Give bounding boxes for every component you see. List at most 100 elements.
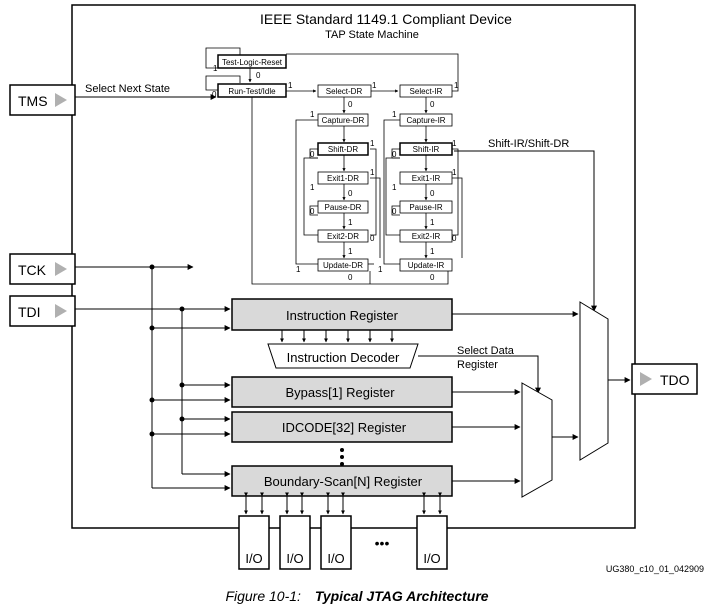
svg-text:Boundary-Scan[N] Register: Boundary-Scan[N] Register <box>264 474 423 489</box>
svg-text:1: 1 <box>296 265 301 274</box>
svg-text:0: 0 <box>348 273 353 282</box>
wire-junctions <box>149 264 185 437</box>
boundary-scan-register: Boundary-Scan[N] Register <box>231 465 453 497</box>
svg-text:0: 0 <box>430 100 435 109</box>
state-select-ir <box>399 84 453 98</box>
svg-text:1: 1 <box>310 110 315 119</box>
pin-tms: TMS <box>9 84 76 116</box>
io-cell <box>238 515 270 570</box>
tap-states: Test-Logic-Reset Run-Test/Idle Select-DR… <box>217 54 453 272</box>
state-pause-ir <box>399 200 453 214</box>
state-run-test-idle <box>217 83 287 98</box>
svg-text:1: 1 <box>452 139 457 148</box>
state-update-dr <box>317 258 369 272</box>
svg-text:1: 1 <box>310 183 315 192</box>
register-output-wires <box>418 150 631 484</box>
instruction-register: Instruction Register <box>231 298 453 331</box>
svg-text:Exit1-DR: Exit1-DR <box>327 174 359 183</box>
svg-text:Exit2-IR: Exit2-IR <box>412 232 441 241</box>
io-cell <box>279 515 311 570</box>
io-cell <box>416 515 448 570</box>
svg-text:Shift-DR: Shift-DR <box>328 145 358 154</box>
state-test-logic-reset <box>217 54 287 69</box>
svg-text:1: 1 <box>348 247 353 256</box>
figure-number: Figure 10-1: <box>225 588 301 604</box>
document-id: UG380_c10_01_042909 <box>605 564 704 574</box>
svg-text:0: 0 <box>348 189 353 198</box>
figure-caption: Figure 10-1: Typical JTAG Architecture <box>0 588 714 604</box>
svg-text:1: 1 <box>378 265 383 274</box>
state-shift-ir <box>399 142 453 156</box>
io-cell <box>320 515 352 570</box>
tap-state-machine <box>205 47 463 285</box>
svg-text:0: 0 <box>310 207 315 216</box>
svg-text:Bypass[1] Register: Bypass[1] Register <box>285 385 395 400</box>
data-register-mux <box>521 382 553 498</box>
svg-text:Capture-IR: Capture-IR <box>406 116 445 125</box>
svg-text:I/O: I/O <box>245 551 262 566</box>
svg-text:0: 0 <box>348 100 353 109</box>
svg-text:1: 1 <box>452 168 457 177</box>
pin-tdo-label: TDO <box>660 372 690 388</box>
svg-text:1: 1 <box>213 64 218 73</box>
pin-tdi-label: TDI <box>18 304 41 320</box>
svg-text:1: 1 <box>348 218 353 227</box>
svg-text:I/O: I/O <box>327 551 344 566</box>
svg-text:1: 1 <box>392 183 397 192</box>
svg-text:I/O: I/O <box>423 551 440 566</box>
svg-text:Instruction Decoder: Instruction Decoder <box>287 350 400 365</box>
svg-text:Capture-DR: Capture-DR <box>322 116 365 125</box>
svg-text:0: 0 <box>370 234 375 243</box>
svg-text:Exit1-IR: Exit1-IR <box>412 174 441 183</box>
register-ellipsis <box>340 448 344 466</box>
svg-text:IDCODE[32] Register: IDCODE[32] Register <box>282 420 407 435</box>
tap-state-machine-label: TAP State Machine <box>325 29 419 41</box>
state-exit1-ir <box>399 171 453 185</box>
svg-text:0: 0 <box>256 71 261 80</box>
idcode-register: IDCODE[32] Register <box>231 411 453 443</box>
device-title: IEEE Standard 1149.1 Compliant Device <box>260 11 512 27</box>
svg-text:Update-IR: Update-IR <box>408 261 445 270</box>
state-update-ir <box>399 258 453 272</box>
decoder-arrows <box>280 330 394 343</box>
pin-tdi: TDI <box>9 295 76 327</box>
pin-tms-label: TMS <box>18 93 48 109</box>
state-capture-dr <box>317 113 369 127</box>
state-shift-dr <box>317 142 369 156</box>
state-exit1-dr <box>317 171 369 185</box>
svg-text:1: 1 <box>430 218 435 227</box>
svg-text:Run-Test/Idle: Run-Test/Idle <box>228 87 276 96</box>
figure-title: Typical JTAG Architecture <box>314 588 489 604</box>
transition-labels: 1 0 0 1 1 1 0 0 1 1 0 0 1 1 1 1 1 1 0 0 0 0 1 1 0 0 1… <box>212 64 459 282</box>
state-exit2-dr <box>317 229 369 243</box>
instruction-decoder: Instruction Decoder <box>267 343 419 369</box>
svg-text:0: 0 <box>392 150 397 159</box>
io-ellipsis: ••• <box>375 535 390 551</box>
svg-text:Exit2-DR: Exit2-DR <box>327 232 359 241</box>
svg-text:Select-DR: Select-DR <box>326 87 363 96</box>
svg-text:0: 0 <box>310 150 315 159</box>
svg-text:1: 1 <box>372 81 377 90</box>
output-mux <box>579 301 609 461</box>
svg-text:1: 1 <box>288 81 293 90</box>
svg-text:1: 1 <box>454 81 459 90</box>
svg-text:0: 0 <box>430 273 435 282</box>
svg-text:0: 0 <box>392 207 397 216</box>
state-exit2-ir <box>399 229 453 243</box>
svg-text:Pause-DR: Pause-DR <box>325 203 362 212</box>
svg-text:Shift-IR: Shift-IR <box>413 145 440 154</box>
svg-text:1: 1 <box>392 110 397 119</box>
svg-text:1: 1 <box>430 247 435 256</box>
state-select-dr <box>317 84 372 98</box>
svg-text:0: 0 <box>452 234 457 243</box>
signal-wires <box>75 94 231 491</box>
svg-text:Pause-IR: Pause-IR <box>409 203 443 212</box>
svg-text:Test-Logic-Reset: Test-Logic-Reset <box>222 58 283 67</box>
bypass-register: Bypass[1] Register <box>231 376 453 408</box>
state-pause-dr <box>317 200 369 214</box>
pin-tck-label: TCK <box>18 262 47 278</box>
pin-tck: TCK <box>9 253 76 285</box>
svg-text:0: 0 <box>430 189 435 198</box>
shift-ir-dr-label: Shift-IR/Shift-DR <box>488 138 569 150</box>
